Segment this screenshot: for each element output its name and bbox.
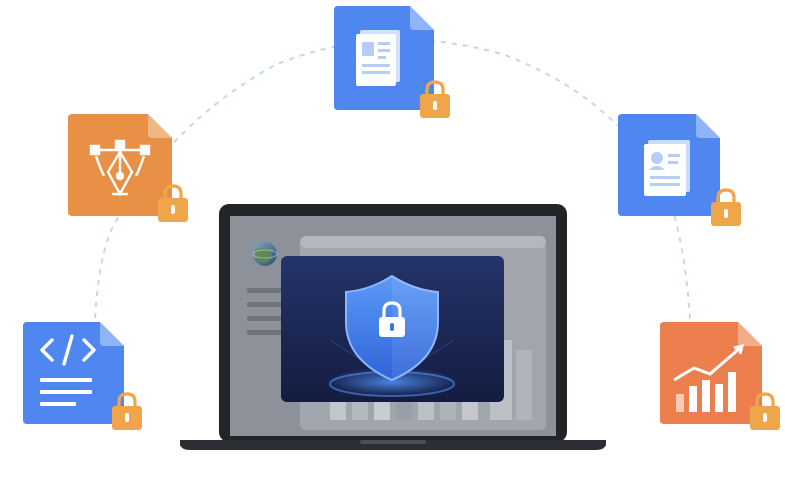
laptop [180, 204, 606, 450]
padlock-icon [112, 392, 142, 430]
sidebar-line [247, 330, 285, 335]
shield-glow [326, 368, 458, 396]
resume-file[interactable] [618, 114, 741, 226]
document-icon [356, 30, 400, 86]
chart-file[interactable] [660, 322, 780, 430]
code-icon [40, 334, 96, 366]
sidebar-line [247, 302, 285, 307]
globe-icon [252, 242, 278, 266]
laptop-base [180, 440, 606, 450]
padlock-icon [158, 184, 188, 222]
padlock-icon [420, 80, 450, 118]
document-file[interactable] [334, 6, 450, 118]
padlock-icon [711, 188, 741, 226]
code-file[interactable] [23, 322, 142, 430]
sidebar-line [247, 288, 285, 293]
security-shield-icon [345, 274, 439, 382]
vector-file[interactable] [68, 114, 188, 222]
chart-icon [673, 343, 745, 412]
id-card-icon [644, 140, 690, 196]
sidebar-line [247, 316, 285, 321]
padlock-icon [750, 392, 780, 430]
pen-tool-icon [89, 139, 151, 197]
